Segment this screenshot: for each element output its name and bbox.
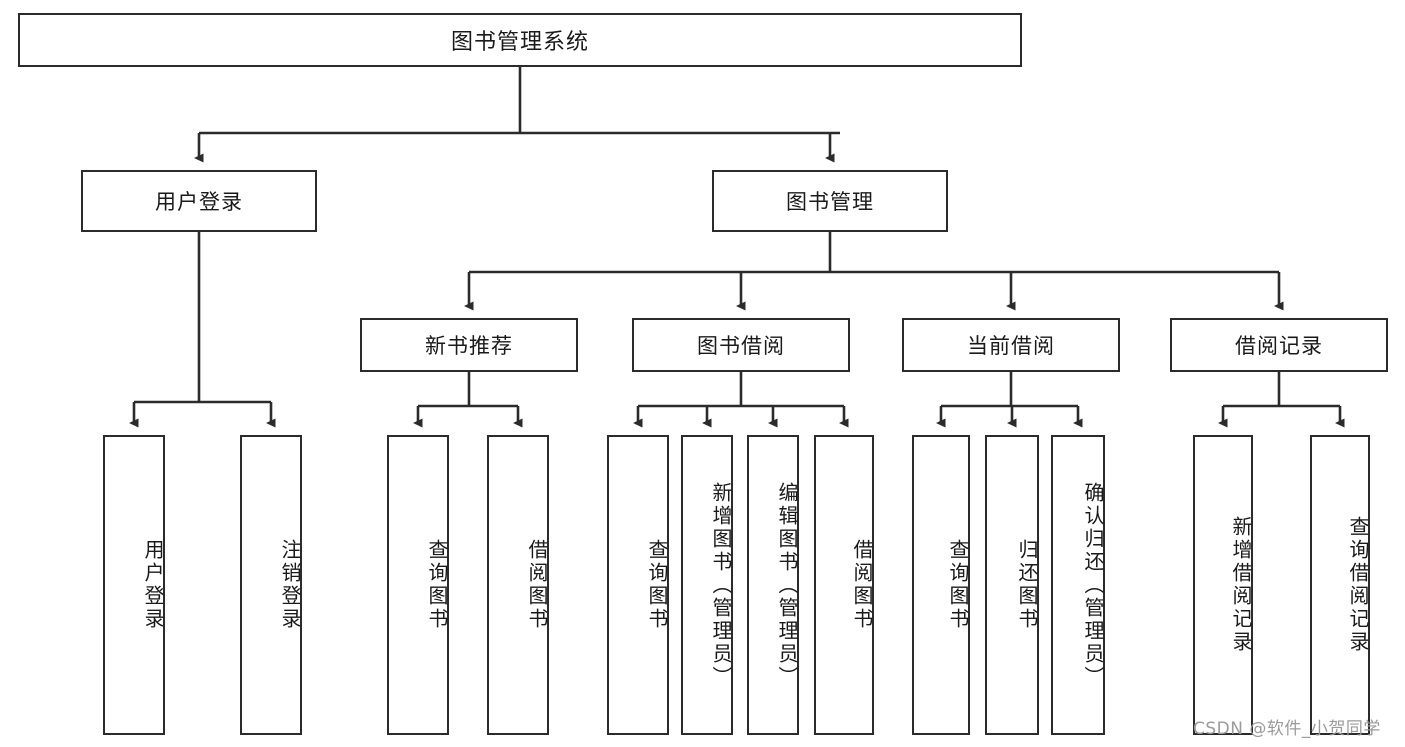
node-label: 图书借阅: [697, 334, 785, 358]
node-root-book-management-system[interactable]: 图书管理系统: [18, 13, 1022, 67]
node-new-book-recommendation[interactable]: 新书推荐: [360, 318, 578, 372]
leaf-logout[interactable]: 注销登录: [240, 435, 302, 735]
leaf-return-books[interactable]: 归还图书: [985, 435, 1039, 735]
leaf-query-borrow-record[interactable]: 查询借阅记录: [1310, 435, 1370, 735]
node-label: 新增图书（管理员）: [709, 481, 733, 689]
node-label: 图书管理: [786, 190, 874, 214]
node-label: 新增借阅记录: [1229, 516, 1253, 654]
leaf-query-books-borrowing[interactable]: 查询图书: [607, 435, 669, 735]
leaf-user-login[interactable]: 用户登录: [103, 435, 165, 735]
node-label: 查询借阅记录: [1346, 516, 1370, 654]
node-label: 当前借阅: [967, 334, 1055, 358]
leaf-add-book-admin[interactable]: 新增图书（管理员）: [681, 435, 733, 735]
node-label: 查询图书: [425, 539, 449, 631]
node-current-borrowing[interactable]: 当前借阅: [902, 318, 1120, 372]
leaf-borrow-books[interactable]: 借阅图书: [814, 435, 874, 735]
node-label: 确认归还（管理员）: [1081, 481, 1105, 689]
node-label: 借阅图书: [850, 539, 874, 631]
node-label: 归还图书: [1015, 539, 1039, 631]
node-label: 查询图书: [645, 539, 669, 631]
node-book-management[interactable]: 图书管理: [712, 170, 948, 232]
node-label: 借阅图书: [525, 539, 549, 631]
node-borrowing-record[interactable]: 借阅记录: [1170, 318, 1388, 372]
leaf-edit-book-admin[interactable]: 编辑图书（管理员）: [747, 435, 799, 735]
node-label: 查询图书: [946, 539, 970, 631]
watermark: CSDN @软件_小贺同学: [1193, 719, 1381, 739]
node-label: 注销登录: [278, 539, 302, 631]
node-user-login[interactable]: 用户登录: [81, 170, 317, 232]
leaf-borrow-books-recommendation[interactable]: 借阅图书: [487, 435, 549, 735]
node-label: 用户登录: [155, 190, 243, 214]
node-label: 图书管理系统: [450, 30, 589, 55]
node-label: 新书推荐: [425, 334, 513, 358]
leaf-query-books-recommendation[interactable]: 查询图书: [387, 435, 449, 735]
leaf-query-books-current[interactable]: 查询图书: [912, 435, 970, 735]
node-label: 用户登录: [141, 539, 165, 631]
node-label: 编辑图书（管理员）: [775, 481, 799, 689]
leaf-confirm-return-admin[interactable]: 确认归还（管理员）: [1051, 435, 1105, 735]
leaf-add-borrow-record[interactable]: 新增借阅记录: [1193, 435, 1253, 735]
node-label: 借阅记录: [1235, 334, 1323, 358]
node-book-borrowing[interactable]: 图书借阅: [632, 318, 850, 372]
